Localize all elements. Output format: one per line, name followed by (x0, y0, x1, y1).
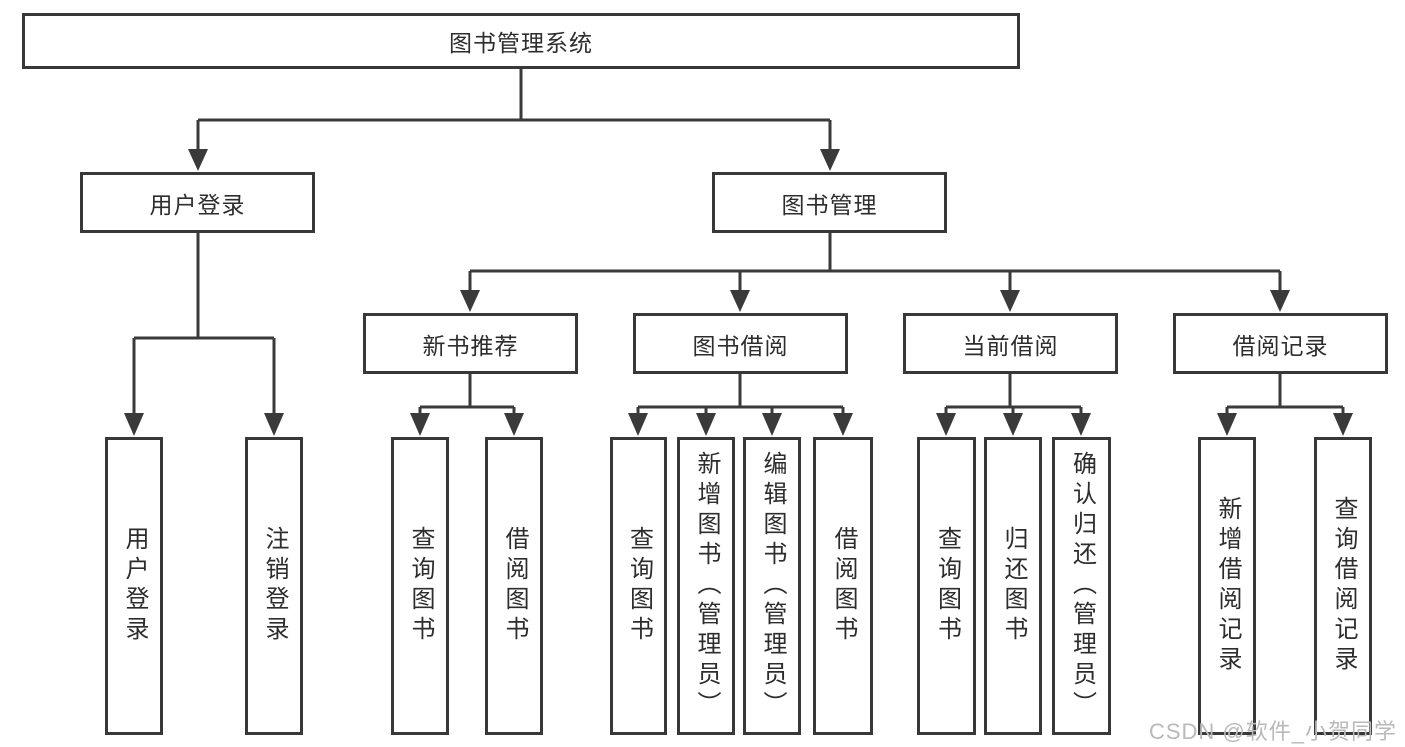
connector-user-login-branch (124, 233, 284, 436)
arrowhead-down-icon (936, 413, 956, 436)
leaf-user-login: 用户登录 (105, 437, 163, 735)
node-root: 图书管理系统 (22, 13, 1020, 69)
leaf-nb-query-books-label: 查询图书 (407, 526, 434, 646)
leaf-cb-query-books: 查询图书 (917, 437, 976, 735)
leaf-br-add-record-label: 新增借阅记录 (1214, 496, 1241, 676)
arrowhead-down-icon (833, 413, 853, 436)
node-user-login: 用户登录 (80, 172, 315, 233)
leaf-br-query-record: 查询借阅记录 (1314, 437, 1372, 735)
node-user-login-label: 用户登录 (149, 191, 246, 218)
leaf-bb-add-books-admin: 新增图书（管理员） (677, 437, 735, 735)
connector-new-book-branch (410, 373, 524, 436)
leaf-br-query-record-label: 查询借阅记录 (1330, 496, 1357, 676)
connector-current-borrow-branch (936, 373, 1091, 436)
connector-root-branch (188, 69, 840, 171)
arrowhead-down-icon (124, 413, 144, 436)
arrowhead-down-icon (1003, 413, 1023, 436)
leaf-bb-edit-books-admin: 编辑图书（管理员） (743, 437, 801, 735)
leaf-nb-borrow-books: 借阅图书 (485, 437, 543, 735)
watermark: CSDN @软件_小贺同学 (1148, 719, 1397, 744)
connector-book-mgmt-branch (460, 233, 1290, 312)
leaf-cb-query-books-label: 查询图书 (933, 526, 961, 646)
arrowhead-down-icon (1270, 290, 1290, 312)
node-current-borrow: 当前借阅 (903, 313, 1118, 374)
arrowhead-down-icon (1000, 290, 1020, 312)
leaf-cb-confirm-return-admin: 确认归还（管理员） (1052, 437, 1111, 735)
leaf-bb-borrow-books: 借阅图书 (813, 437, 873, 735)
arrowhead-down-icon (730, 290, 750, 312)
node-book-mgmt: 图书管理 (712, 172, 947, 233)
connector-borrow-records-branch (1217, 373, 1353, 436)
arrowhead-down-icon (1071, 413, 1091, 436)
leaf-nb-borrow-books-label: 借阅图书 (501, 526, 528, 646)
node-root-label: 图书管理系统 (449, 30, 593, 56)
leaf-logout: 注销登录 (245, 437, 303, 735)
leaf-logout-label: 注销登录 (261, 526, 288, 646)
leaf-br-add-record: 新增借阅记录 (1198, 437, 1256, 735)
node-book-borrow-label: 图书借阅 (692, 332, 789, 359)
node-current-borrow-label: 当前借阅 (962, 332, 1059, 359)
arrowhead-down-icon (1333, 413, 1353, 436)
node-new-book: 新书推荐 (363, 313, 578, 374)
leaf-bb-add-books-admin-label: 新增图书（管理员） (693, 451, 720, 721)
leaf-cb-return-books-label: 归还图书 (1000, 526, 1027, 646)
arrowhead-down-icon (264, 413, 284, 436)
node-borrow-records: 借阅记录 (1173, 313, 1388, 374)
node-new-book-label: 新书推荐 (422, 332, 519, 359)
arrowhead-down-icon (762, 413, 782, 436)
leaf-nb-query-books: 查询图书 (391, 437, 449, 735)
leaf-bb-query-books-label: 查询图书 (625, 526, 653, 646)
leaf-bb-edit-books-admin-label: 编辑图书（管理员） (759, 451, 786, 721)
arrowhead-down-icon (1217, 413, 1237, 436)
arrowhead-down-icon (628, 413, 648, 436)
leaf-bb-query-books: 查询图书 (610, 437, 667, 735)
leaf-cb-confirm-return-admin-label: 确认归还（管理员） (1068, 451, 1096, 721)
leaf-bb-borrow-books-label: 借阅图书 (830, 526, 857, 646)
node-book-mgmt-label: 图书管理 (781, 191, 878, 218)
leaf-user-login-label: 用户登录 (121, 526, 148, 646)
connector-book-borrow-branch (628, 373, 853, 436)
arrowhead-down-icon (460, 290, 480, 312)
node-book-borrow: 图书借阅 (633, 313, 848, 374)
node-borrow-records-label: 借阅记录 (1232, 332, 1329, 359)
arrowhead-down-icon (820, 149, 840, 171)
arrowhead-down-icon (504, 413, 524, 436)
arrowhead-down-icon (410, 413, 430, 436)
arrowhead-down-icon (188, 149, 208, 171)
leaf-cb-return-books: 归还图书 (984, 437, 1042, 735)
arrowhead-down-icon (696, 413, 716, 436)
